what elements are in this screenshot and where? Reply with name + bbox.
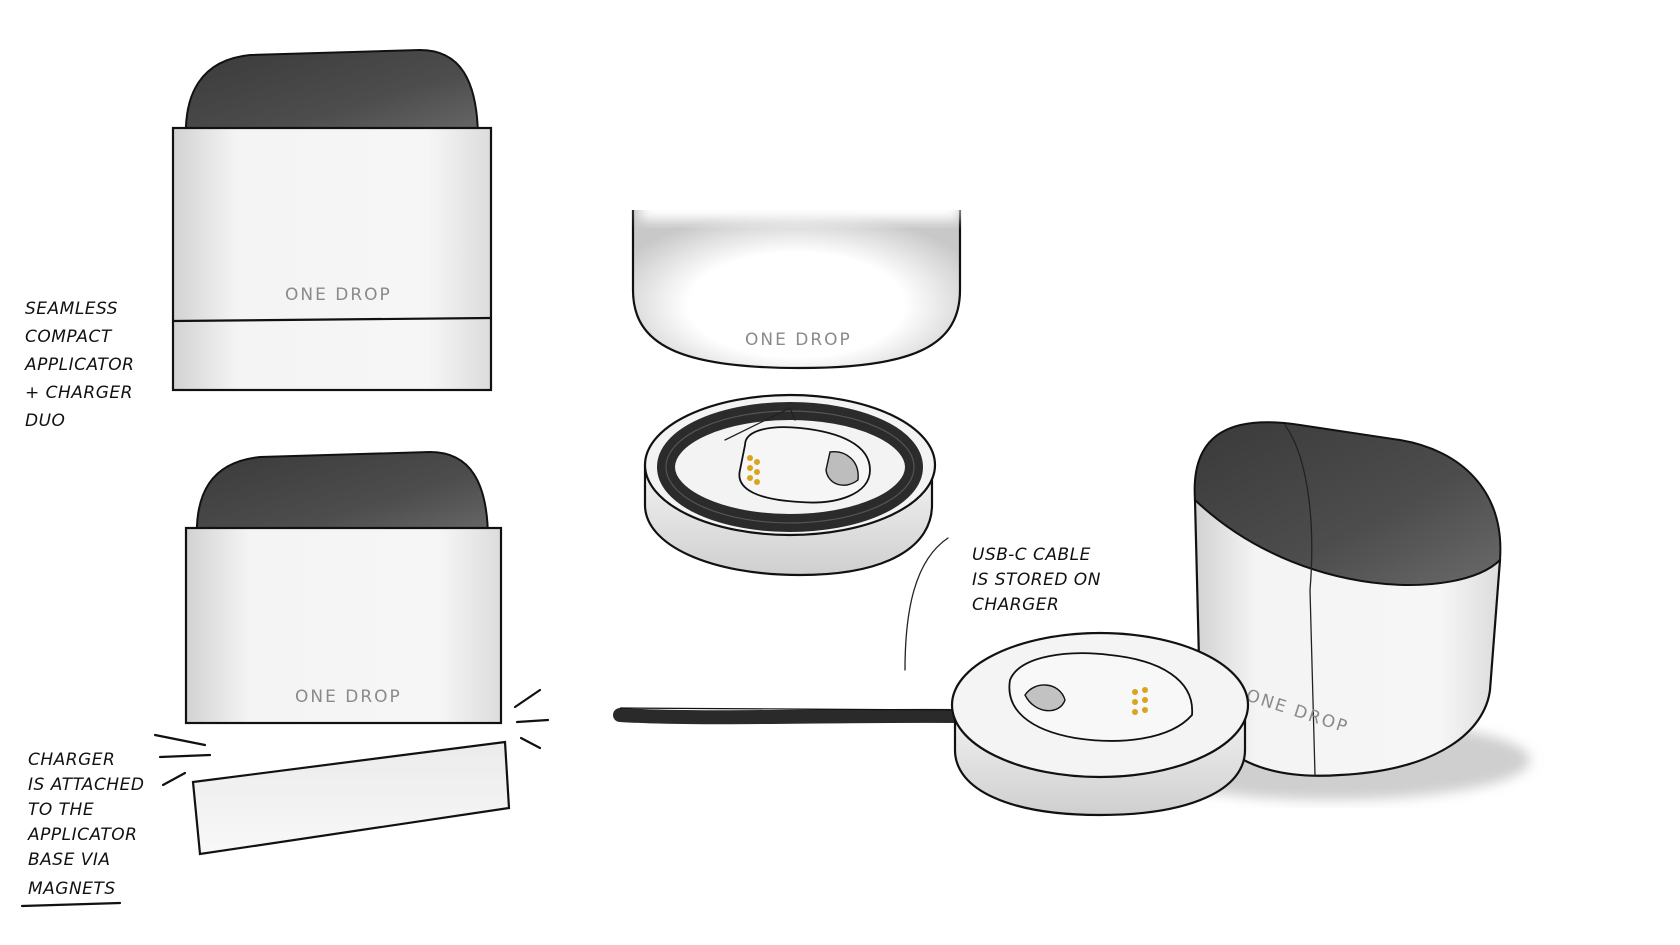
- applicator-perspective: ONE DROP: [1193, 421, 1502, 777]
- note-line: IS ATTACHED: [28, 775, 144, 795]
- annotation-seamless: SEAMLESS COMPACT APPLICATOR + CHARGER DU…: [24, 299, 134, 431]
- charger-with-cable: [643, 393, 937, 577]
- note-line: CHARGER: [972, 595, 1059, 615]
- perspective-view: ONE DROP: [613, 421, 1530, 817]
- usb-c-cable: [613, 708, 967, 725]
- charging-contacts: [1132, 687, 1148, 715]
- brand-label: ONE DROP: [295, 687, 402, 707]
- note-line: SEAMLESS: [25, 299, 118, 319]
- annotation-charger: CHARGER IS ATTACHED TO THE APPLICATOR BA…: [20, 750, 144, 908]
- brand-label: ONE DROP: [285, 285, 392, 305]
- exploded-view: ONE DROP: [631, 140, 962, 577]
- brand-label: ONE DROP: [745, 330, 852, 350]
- note-line: COMPACT: [25, 327, 113, 347]
- usb-note-leader: [904, 537, 949, 671]
- applicator-assembled: ONE DROP: [171, 48, 493, 392]
- note-line: TO THE: [28, 800, 94, 820]
- applicator-cap: [184, 48, 480, 141]
- note-line: IS STORED ON: [972, 570, 1101, 590]
- applicator-shell: [631, 210, 962, 370]
- charger-perspective: [950, 631, 1250, 817]
- note-line: APPLICATOR: [27, 825, 137, 845]
- magnet-motion-marks: [153, 688, 550, 787]
- applicator-body: [171, 126, 493, 392]
- magnets-underline: [20, 901, 122, 908]
- applicator-cap: [195, 450, 490, 541]
- applicator-cap: [1193, 421, 1502, 586]
- annotation-usb: USB-C CABLE IS STORED ON CHARGER: [972, 545, 1101, 615]
- note-line: DUO: [25, 411, 65, 431]
- charger-base: [191, 740, 511, 856]
- note-line: + CHARGER: [25, 383, 133, 403]
- applicator-separated: ONE DROP: [153, 450, 550, 856]
- applicator-body: [184, 526, 503, 725]
- note-line: MAGNETS: [28, 879, 116, 899]
- charger-seam-line: [171, 316, 493, 323]
- note-line: USB-C CABLE: [972, 545, 1091, 565]
- note-line: BASE VIA: [28, 850, 111, 870]
- note-line: CHARGER: [28, 750, 115, 770]
- charging-contacts: [747, 455, 760, 485]
- note-line: APPLICATOR: [24, 355, 134, 375]
